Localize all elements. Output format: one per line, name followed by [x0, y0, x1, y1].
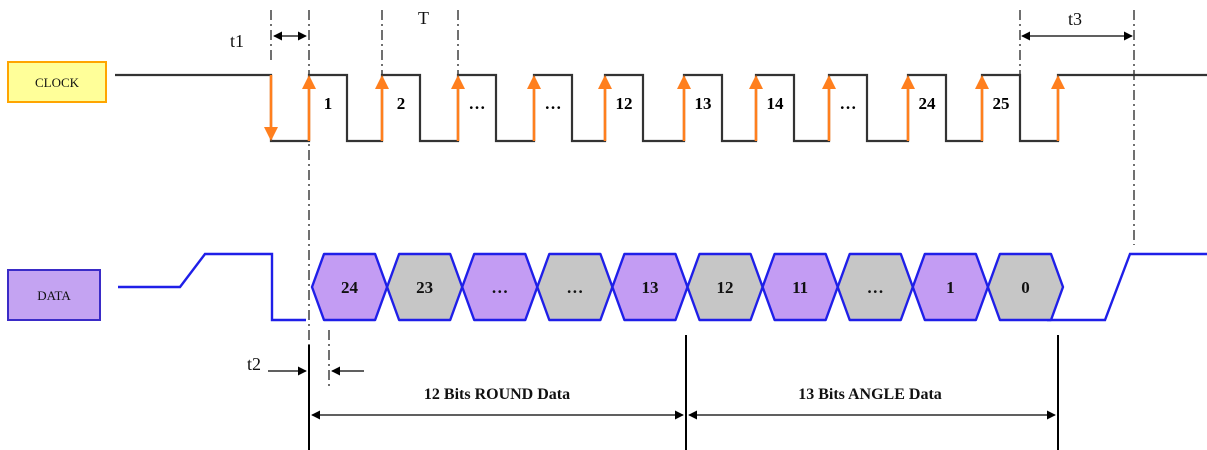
clock-falling-edge — [264, 75, 278, 141]
data-bit-label: 12 — [717, 278, 734, 297]
data-bit-cell: 0 — [986, 252, 1065, 322]
clock-rising-edge-4 — [527, 75, 541, 141]
data-bit-cells: 24 23 … … 13 12 11 … 1 0 — [310, 252, 1065, 322]
period-label: T — [418, 8, 429, 28]
data-bit-cell: 1 — [911, 252, 990, 322]
clock-rising-edge-1 — [302, 75, 316, 141]
t3-annotation: t3 — [1021, 9, 1133, 41]
data-bit-cell: 23 — [385, 252, 464, 322]
t1-label: t1 — [230, 31, 244, 51]
clock-pulse-number: … — [469, 94, 486, 113]
angle-data-section: 13 Bits ANGLE Data — [688, 386, 1056, 420]
data-bit-label: 13 — [641, 278, 658, 297]
data-pre-transmission-line — [118, 252, 306, 322]
data-label: DATA — [37, 288, 71, 303]
clock-rising-edge-10 — [975, 75, 989, 141]
clock-pulse-number: 25 — [993, 94, 1010, 113]
clock-waveform — [115, 73, 1207, 143]
clock-pulse-number: 13 — [695, 94, 712, 113]
data-bit-cell: 13 — [611, 252, 689, 322]
data-bit-label: … — [491, 278, 508, 297]
round-data-label: 12 Bits ROUND Data — [424, 386, 570, 403]
angle-data-label: 13 Bits ANGLE Data — [798, 386, 942, 403]
data-bit-label: … — [867, 278, 884, 297]
clock-pulse-number: … — [545, 94, 562, 113]
data-bit-cell: 24 — [310, 252, 389, 322]
data-bit-label: 11 — [792, 278, 808, 297]
clock-pulse-number: 24 — [919, 94, 937, 113]
data-post-transmission-line — [1047, 252, 1207, 322]
section-boundaries — [308, 335, 1059, 450]
clock-rising-edge-5 — [598, 75, 612, 141]
clock-label: CLOCK — [35, 75, 80, 90]
data-waveform — [118, 252, 1207, 322]
clock-pulse-number: … — [840, 94, 857, 113]
clock-final-rising-edge — [1051, 75, 1065, 141]
reference-lines — [270, 10, 1135, 390]
data-bit-cell: 12 — [686, 252, 764, 322]
clock-rising-edge-2 — [375, 75, 389, 141]
data-bit-cell: 11 — [761, 252, 839, 322]
data-bit-label: 24 — [341, 278, 359, 297]
clock-rising-edge-9 — [901, 75, 915, 141]
round-data-section: 12 Bits ROUND Data — [311, 386, 684, 420]
data-bit-label: 1 — [946, 278, 955, 297]
clock-pulse-number: 14 — [767, 94, 785, 113]
clock-label-box: CLOCK — [7, 61, 107, 103]
t3-label: t3 — [1068, 9, 1082, 29]
clock-pulse-number: 12 — [616, 94, 633, 113]
period-annotation: T — [418, 8, 429, 28]
clock-rising-edge-8 — [822, 75, 836, 141]
clock-pulse-number: 2 — [397, 94, 406, 113]
data-label-box: DATA — [7, 269, 101, 321]
t2-label: t2 — [247, 354, 261, 374]
data-bit-label: 0 — [1021, 278, 1030, 297]
clock-rising-edge-7 — [749, 75, 763, 141]
clock-signal-line — [115, 73, 1207, 143]
clock-rising-edge-3 — [451, 75, 465, 141]
t1-annotation: t1 — [230, 31, 307, 51]
clock-rising-edge-6 — [677, 75, 691, 141]
data-bit-label: 23 — [416, 278, 433, 297]
data-bit-cell: … — [536, 252, 614, 322]
data-bit-label: … — [566, 278, 583, 297]
data-bit-cell: … — [461, 252, 539, 322]
t2-annotation: t2 — [247, 354, 364, 376]
clock-pulse-number: 1 — [324, 94, 333, 113]
data-bit-cell: … — [836, 252, 914, 322]
clock-edges — [264, 75, 1065, 141]
